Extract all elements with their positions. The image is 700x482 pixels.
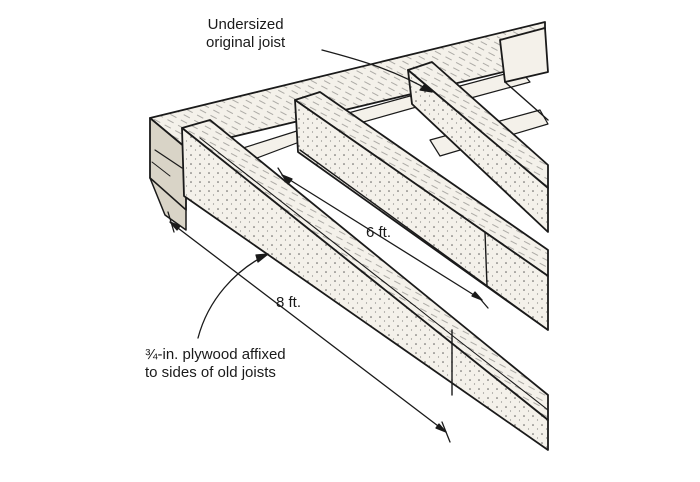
label-plywood-line2: to sides of old joists bbox=[145, 364, 276, 381]
label-undersized-joist-line2: original joist bbox=[206, 34, 286, 51]
joist-front bbox=[181, 119, 549, 451]
label-6ft: 6 ft. bbox=[366, 224, 392, 241]
label-plywood: ¾-in. plywood affixed to sides of old jo… bbox=[145, 346, 286, 382]
plywood-middle bbox=[299, 149, 549, 331]
label-plywood-line1: ¾-in. plywood affixed bbox=[145, 346, 286, 363]
label-undersized-joist-line1: Undersized bbox=[207, 16, 284, 33]
rim-board bbox=[149, 21, 546, 211]
label-undersized-joist: Undersized original joist bbox=[206, 16, 285, 52]
dimension-6ft bbox=[277, 167, 489, 309]
leader-undersized-joist bbox=[321, 49, 433, 93]
joist-middle bbox=[294, 91, 549, 331]
dimension-8ft bbox=[167, 211, 451, 443]
leader-plywood bbox=[197, 253, 269, 339]
rim-front-face bbox=[149, 177, 187, 231]
joist-far-right bbox=[407, 27, 549, 233]
label-8ft: 8 ft. bbox=[276, 294, 302, 311]
